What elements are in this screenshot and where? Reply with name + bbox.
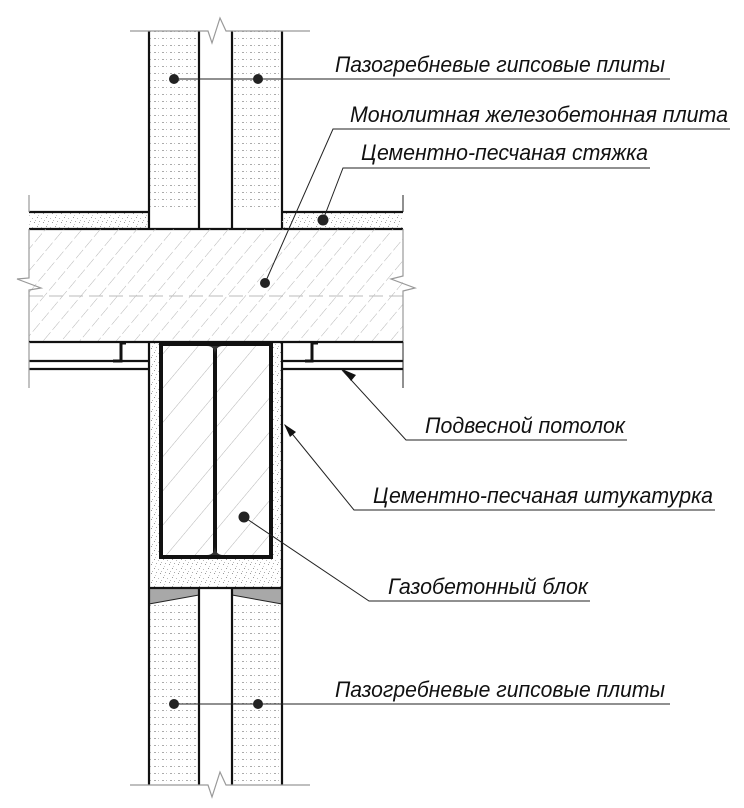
label-gypsum-bottom: Пазогребневые гипсовые плиты (335, 677, 665, 702)
label-gypsum-top: Пазогребневые гипсовые плиты (335, 52, 665, 77)
callout-gypsum-top: Пазогребневые гипсовые плиты (169, 52, 670, 84)
callout-gas-block: Газобетонный блок (238, 511, 590, 602)
callout-slab: Монолитная железобетонная плита (260, 102, 730, 288)
ceiling-hanger-right (305, 341, 318, 363)
label-slab: Монолитная железобетонная плита (350, 102, 728, 127)
gas-block-beam (159, 342, 273, 559)
marker-dot (169, 74, 179, 84)
arrow-icon (284, 424, 296, 437)
wall-seal (148, 586, 283, 605)
marker-dot (317, 214, 329, 226)
label-gas-block: Газобетонный блок (388, 574, 590, 599)
marker-dot (253, 74, 263, 84)
lower-gypsum-wall (130, 588, 310, 799)
label-ceiling: Подвесной потолок (425, 413, 627, 438)
marker-dot (238, 511, 250, 523)
callout-gypsum-bottom: Пазогребневые гипсовые плиты (169, 677, 670, 709)
upper-gypsum-wall (130, 16, 310, 229)
ceiling-hanger-left (113, 341, 126, 363)
label-plaster: Цементно-песчаная штукатурка (373, 483, 713, 508)
callout-ceiling: Подвесной потолок (341, 369, 627, 441)
label-screed: Цементно-песчаная стяжка (361, 140, 648, 165)
concrete-slab (16, 229, 418, 342)
break-line-bottom (130, 770, 310, 799)
callout-plaster: Цементно-песчаная штукатурка (284, 424, 715, 511)
screed-layer (28, 195, 404, 231)
marker-dot (260, 278, 270, 288)
marker-dot (169, 699, 179, 709)
arrow-icon (342, 369, 356, 381)
break-line-top (130, 16, 310, 45)
callout-screed: Цементно-песчаная стяжка (317, 140, 650, 226)
marker-dot (253, 699, 263, 709)
